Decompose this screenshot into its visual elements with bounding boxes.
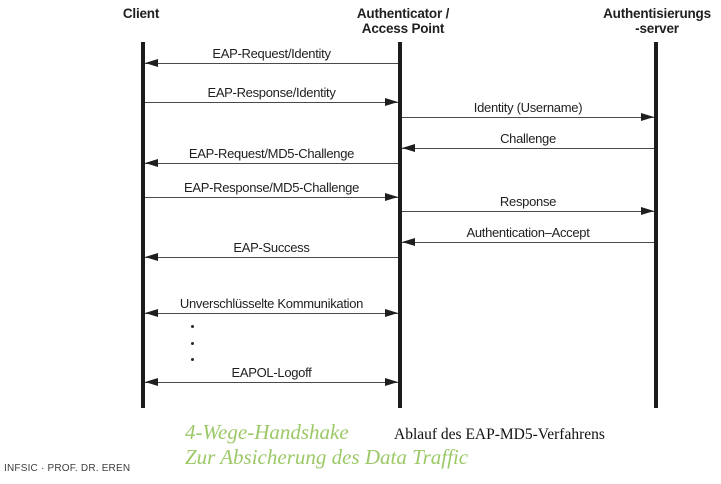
message-label: Authentication–Accept xyxy=(466,225,590,240)
actor-name-line: Client xyxy=(122,6,160,21)
message-label: Challenge xyxy=(500,131,556,146)
message-label: Unverschlüsselte Kommunikation xyxy=(179,296,364,311)
message-arrow-line xyxy=(402,211,654,213)
arrowhead-left-icon xyxy=(145,159,158,168)
arrowhead-left-icon xyxy=(145,378,158,387)
arrowhead-right-icon xyxy=(385,309,398,318)
message-label: Response xyxy=(499,194,557,209)
actor-header-client: Client xyxy=(122,6,160,22)
arrowhead-left-icon xyxy=(402,144,415,153)
message-arrow-line xyxy=(145,63,398,65)
actor-header-server: Authentisierungs -server xyxy=(603,6,711,36)
message-arrow-line xyxy=(145,163,398,165)
message-label: EAP-Request/Identity xyxy=(212,46,331,61)
message-label: Identity (Username) xyxy=(473,100,583,115)
lifeline-server xyxy=(654,42,658,408)
message-label: EAP-Success xyxy=(233,240,310,255)
arrowhead-left-icon xyxy=(145,309,158,318)
message-label: EAP-Request/MD5-Challenge xyxy=(188,146,355,161)
message-arrow-line xyxy=(145,382,398,384)
message-arrow-line xyxy=(145,102,398,104)
arrowhead-left-icon xyxy=(402,238,415,247)
message-arrow-line xyxy=(402,242,654,244)
ellipsis-dot xyxy=(191,342,194,345)
message-label: EAPOL-Logoff xyxy=(231,365,312,380)
ellipsis-dot xyxy=(191,358,194,361)
lifeline-authenticator xyxy=(398,42,402,408)
actor-name-line: -server xyxy=(635,20,679,36)
caption-handshake-line1: 4-Wege-Handshake xyxy=(185,420,349,444)
arrowhead-right-icon xyxy=(385,98,398,107)
message-arrow-line xyxy=(402,148,654,150)
caption-handshake-line2: Zur Absicherung des Data Traffic xyxy=(185,445,469,469)
message-label: EAP-Response/MD5-Challenge xyxy=(183,180,360,195)
message-label: EAP-Response/Identity xyxy=(207,85,336,100)
message-arrow-line xyxy=(145,257,398,259)
lifeline-client xyxy=(141,42,145,408)
arrowhead-right-icon xyxy=(641,207,654,216)
message-arrow-line xyxy=(145,197,398,199)
actor-name-line: Authentisierungs xyxy=(603,6,711,21)
caption-diagram-title: Ablauf des EAP-MD5-Verfahrens xyxy=(394,426,605,443)
message-arrow-line xyxy=(145,313,398,315)
actor-name-line: Access Point xyxy=(361,20,445,36)
actor-header-authenticator: Authenticator / Access Point xyxy=(356,6,450,36)
footer-author: INFSIC · PROF. DR. EREN xyxy=(4,463,131,474)
arrowhead-left-icon xyxy=(145,59,158,68)
message-arrow-line xyxy=(402,117,654,119)
arrowhead-left-icon xyxy=(145,253,158,262)
arrowhead-right-icon xyxy=(385,378,398,387)
arrowhead-right-icon xyxy=(641,113,654,122)
arrowhead-right-icon xyxy=(385,193,398,202)
ellipsis-dot xyxy=(191,325,194,328)
actor-name-line: Authenticator / xyxy=(356,6,450,21)
